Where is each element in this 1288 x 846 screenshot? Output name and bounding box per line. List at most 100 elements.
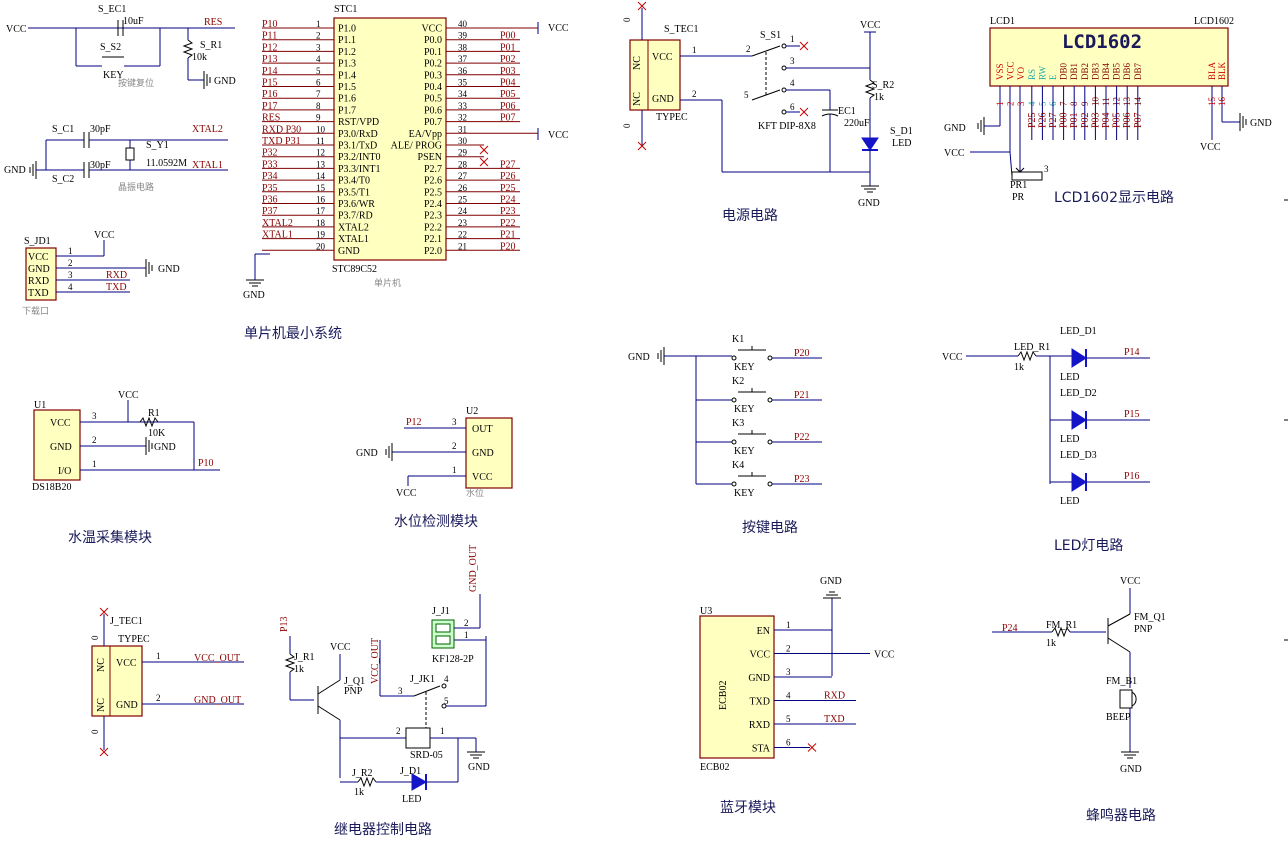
power-sw-value: KFT DIP-8X8 — [758, 121, 816, 132]
crystal-caption: 晶振电路 — [118, 181, 154, 193]
led-net: P16 — [1124, 471, 1140, 482]
relay-coil-1: 1 — [440, 726, 445, 736]
relay-k-pin-5: 5 — [444, 696, 449, 706]
buzzer-r-ref: FM_R1 — [1046, 620, 1077, 631]
mcu-pin-net: RES — [262, 113, 280, 124]
buzzer-b-ref: FM_B1 — [1106, 676, 1137, 687]
mcu-pin-name: P1.0 — [338, 24, 356, 35]
mcu-pin-name: P0.7 — [424, 117, 442, 128]
lcd-pin-net: P05 — [1112, 112, 1123, 128]
lcd-pin-name: BLK — [1217, 61, 1227, 80]
mcu-pin-net: P21 — [500, 230, 516, 241]
mcu-pin-name: P3.0/RxD — [338, 129, 378, 140]
relay-r2-ref: J_R2 — [352, 768, 373, 779]
mcu-pin-number: 2 — [316, 31, 321, 41]
lcd-ref2: LCD1602 — [1194, 16, 1234, 27]
led-value: LED — [1060, 434, 1079, 445]
led-ref: LED_D1 — [1060, 326, 1097, 337]
mcu-pin-net: P26 — [500, 171, 516, 182]
mcu-pin-name: ALE/ PROG — [391, 141, 442, 152]
mcu-pin-number: 27 — [458, 171, 468, 181]
key-contact — [767, 439, 773, 445]
power-sw-ref: S_S1 — [760, 30, 781, 41]
mcu-pin-net: P12 — [262, 42, 278, 53]
mcu-pin-number: 35 — [458, 78, 468, 88]
reset-r-ref: S_R1 — [200, 40, 222, 51]
bt-side-label: ECB02 — [718, 681, 729, 710]
crystal-y-ref: S_Y1 — [146, 140, 169, 151]
lcd-pin-name: VSS — [995, 63, 1005, 80]
keys-gnd-net: GND — [628, 352, 650, 363]
crystal-c1-ref: S_C1 — [52, 124, 74, 135]
key-ref: K3 — [732, 418, 744, 429]
temp-gnd-net: GND — [154, 442, 176, 453]
download-num-1: 1 — [68, 246, 73, 256]
temp-circuit: U1 VCC GND I/O DS18B20 3 2 1 VCC R1 10K … — [32, 390, 220, 493]
relay-j-ref: J_J1 — [432, 606, 450, 617]
download-gnd-net: GND — [158, 264, 180, 275]
mcu-pin-number: 20 — [316, 241, 326, 251]
key-value: KEY — [734, 362, 755, 373]
lcd-pin-net: P00 — [1059, 112, 1070, 128]
mcu-pin-name: P3.1/TxD — [338, 141, 377, 152]
mcu-pin-name: P1.1 — [338, 35, 356, 46]
power-r-ref: S_R2 — [872, 80, 894, 91]
temp-sensor — [33, 409, 81, 481]
mcu-pin-number: 26 — [458, 183, 468, 193]
download-num-4: 4 — [68, 282, 73, 292]
relay-j-value: KF128-2P — [432, 654, 474, 665]
led-net: P15 — [1124, 409, 1140, 420]
mcu-pin-net: XTAL1 — [262, 230, 293, 241]
lcd-pin-number: 15 — [1207, 97, 1217, 107]
bt-value: ECB02 — [700, 762, 729, 773]
temp-ref: U1 — [34, 400, 46, 411]
buzzer-b-value: BEEP — [1106, 712, 1131, 723]
mcu-pin-number: 8 — [316, 101, 321, 111]
jtec-pin-vcc: VCC — [116, 658, 137, 669]
download-port: S_JD1 VCC GND RXD TXD VCC GND RXD TXD 1 … — [22, 230, 180, 317]
caption-bt: 蓝牙模块 — [720, 800, 776, 816]
key-contact — [767, 481, 773, 487]
lcd-pin-number: 1 — [995, 102, 1005, 107]
bt-pin-net: VCC — [874, 650, 895, 661]
temp-r-value: 10K — [148, 428, 166, 439]
mcu-pin-net: P22 — [500, 218, 516, 229]
caption-relay: 继电器控制电路 — [334, 822, 432, 838]
mcu-pin-net: TXD P31 — [262, 136, 301, 147]
key-value: KEY — [734, 404, 755, 415]
mcu-pin-number: 33 — [458, 101, 468, 111]
mcu-pin-name: P2.4 — [424, 199, 442, 210]
caption-temp: 水温采集模块 — [68, 529, 152, 546]
bt-pin-number: 2 — [786, 644, 791, 654]
mcu-pin-number: 39 — [458, 31, 468, 41]
download-pin-gnd: GND — [28, 264, 50, 275]
mcu-pin-net: RXD P30 — [262, 124, 301, 135]
key-contact — [731, 355, 737, 361]
bt-pin-number: 6 — [786, 738, 791, 748]
lcd-pin-net: P01 — [1069, 112, 1080, 128]
mcu-pin-net: P05 — [500, 89, 516, 100]
power-sw-pin-2: 2 — [746, 44, 751, 54]
mcu-pin-net: P14 — [262, 66, 278, 77]
jtec-circuit: J_TEC1 TYPEC NC NC VCC GND 0 0 1 2 VCC_O… — [90, 607, 244, 757]
power-r2-symbol — [864, 79, 876, 99]
bt-pin-number: 1 — [786, 620, 791, 630]
mcu-pin-name: P3.2/INT0 — [338, 152, 381, 163]
key-ref: K2 — [732, 376, 744, 387]
temp-pin-io: I/O — [58, 466, 71, 477]
bt-pin-net: TXD — [824, 714, 845, 725]
bt-ref: U3 — [700, 606, 712, 617]
mcu-pin-number: 34 — [458, 89, 468, 99]
bt-pin-name: TXD — [749, 697, 770, 708]
level-gnd-net: GND — [356, 448, 378, 459]
buzzer-net: P24 — [1002, 623, 1018, 634]
buzzer-q-ref: FM_Q1 — [1134, 612, 1166, 623]
lcd-pin-net: P25 — [1027, 112, 1038, 128]
led-r1-symbol — [1017, 350, 1037, 362]
temp-num-1: 1 — [92, 459, 97, 469]
led-ref: LED_D2 — [1060, 388, 1097, 399]
mcu-pin-name: P0.5 — [424, 94, 442, 105]
download-rxd-net: RXD — [106, 270, 127, 281]
lcd-pin-name: DB4 — [1101, 62, 1111, 80]
